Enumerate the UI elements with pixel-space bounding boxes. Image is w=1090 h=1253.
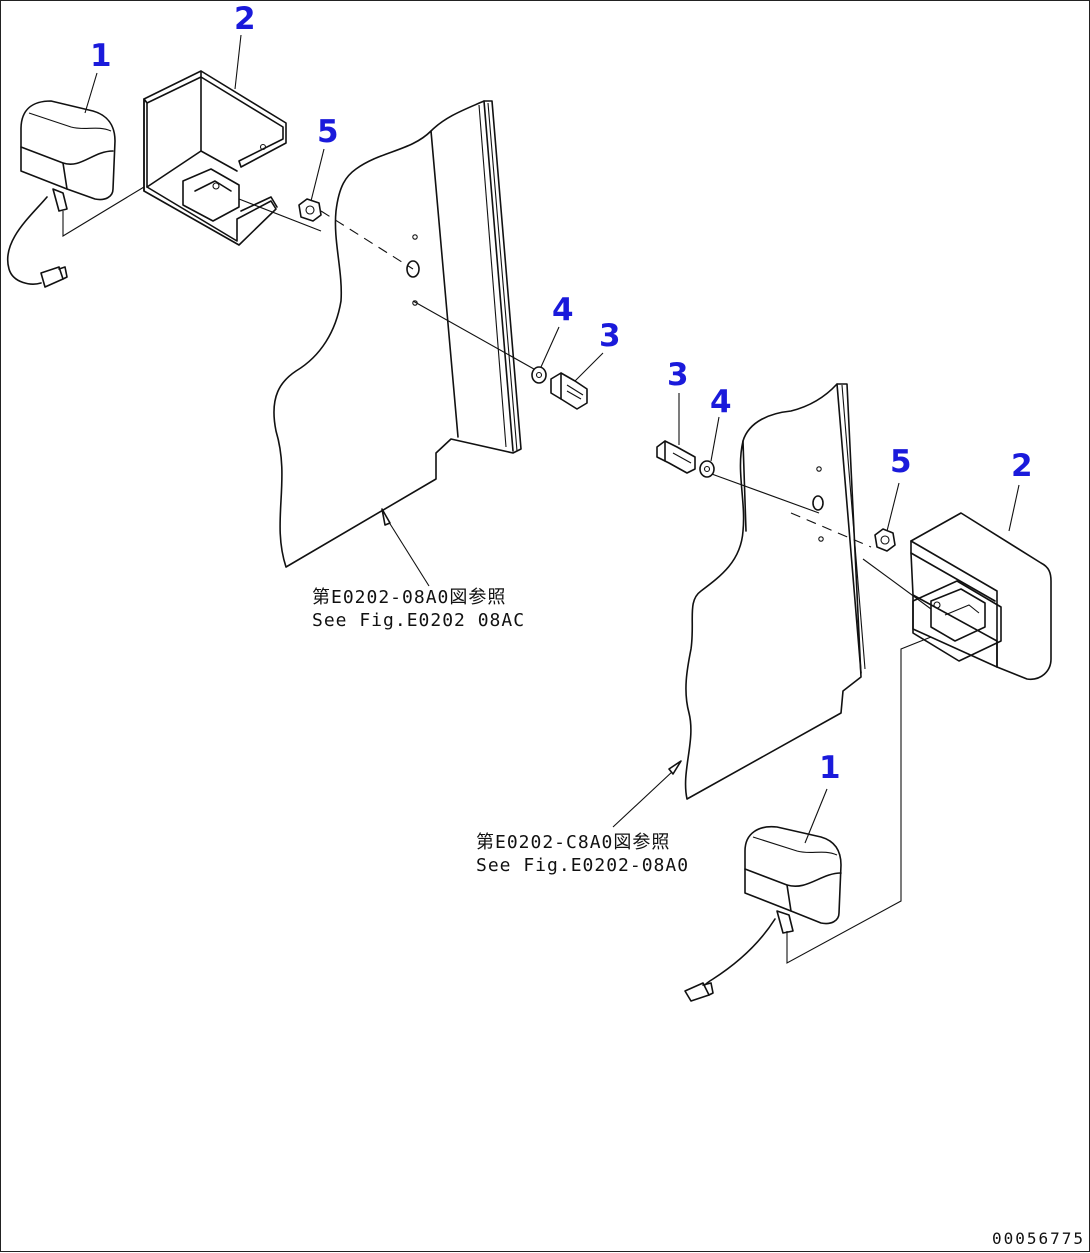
left-reference-en: See Fig.E0202 08AC xyxy=(312,610,526,631)
left-axis-dashed xyxy=(320,210,414,270)
right-reference-en: See Fig.E0202-08A0 xyxy=(476,855,690,876)
right-washer xyxy=(699,460,715,478)
right-axis-a xyxy=(708,472,820,514)
figure-id: 00056775 xyxy=(991,1229,1085,1248)
right-reference-jp: 第E0202-C8A0図参照 xyxy=(476,832,671,853)
right-work-lamp xyxy=(684,825,842,1002)
left-reference-note: 第E0202-08A0図参照 See Fig.E0202 08AC xyxy=(312,586,525,632)
right-nut xyxy=(874,528,896,552)
callout-right-bolt: 3 xyxy=(667,357,689,393)
left-nut xyxy=(298,198,322,222)
left-axis-b xyxy=(412,300,542,374)
left-axis-a xyxy=(238,198,322,232)
left-reference-leader xyxy=(386,518,430,587)
callout-right-washer: 4 xyxy=(710,384,732,420)
right-panel xyxy=(684,383,866,800)
left-lamp-harness xyxy=(62,186,145,237)
right-axis-b xyxy=(862,558,932,610)
right-lamp-guard xyxy=(910,512,1052,681)
left-panel xyxy=(273,100,522,568)
callout-right-nut: 5 xyxy=(890,444,912,480)
right-bolt xyxy=(656,440,696,474)
right-lamp-harness xyxy=(786,636,932,964)
callout-leaders xyxy=(84,34,1020,844)
callout-left-guard: 2 xyxy=(234,1,256,37)
right-assembly xyxy=(612,383,1052,1002)
left-lamp-guard xyxy=(143,70,287,246)
callout-left-bolt: 3 xyxy=(599,318,621,354)
left-reference-arrowhead xyxy=(381,508,391,526)
left-bolt xyxy=(550,372,588,410)
left-reference-jp: 第E0202-08A0図参照 xyxy=(312,587,507,608)
right-reference-leader xyxy=(612,770,674,828)
callout-left-washer: 4 xyxy=(552,292,574,328)
right-reference-note: 第E0202-C8A0図参照 See Fig.E0202-08A0 xyxy=(476,831,689,877)
right-axis-dashed xyxy=(790,512,872,548)
left-washer xyxy=(531,366,547,384)
callout-left-nut: 5 xyxy=(317,114,339,150)
left-assembly xyxy=(6,70,588,587)
left-work-lamp xyxy=(6,100,116,288)
callout-right-guard: 2 xyxy=(1011,448,1033,484)
right-reference-arrowhead xyxy=(668,760,682,775)
callout-left-lamp: 1 xyxy=(90,38,112,74)
callout-right-lamp: 1 xyxy=(819,750,841,786)
